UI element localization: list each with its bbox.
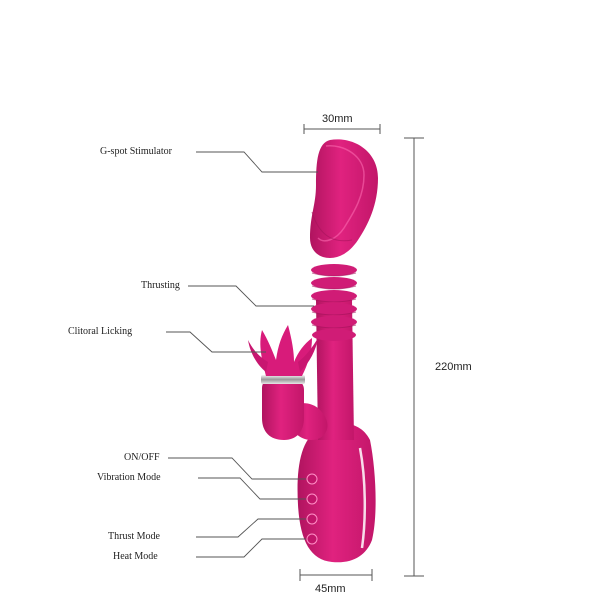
length-dimension [404, 137, 424, 577]
label-heat-mode: Heat Mode [113, 551, 158, 562]
base-width-dimension [299, 569, 373, 581]
top-width-label: 30mm [322, 113, 353, 125]
label-clitoral-licking: Clitoral Licking [68, 326, 133, 337]
length-label: 220mm [435, 361, 472, 373]
leader-clitoral [166, 331, 266, 353]
label-vibration-mode: Vibration Mode [97, 472, 161, 483]
thrusting-rings [311, 264, 357, 341]
leader-gspot [196, 151, 318, 173]
label-gspot-stimulator: G-spot Stimulator [100, 146, 172, 157]
label-onoff: ON/OFF [124, 452, 160, 463]
onoff-button [306, 473, 318, 485]
base-width-label: 45mm [315, 583, 346, 595]
thrust-button [306, 513, 318, 525]
clitoral-head [262, 378, 304, 440]
chrome-ring [261, 375, 305, 384]
top-width-dimension [303, 124, 381, 134]
leader-vibration [198, 477, 306, 500]
label-thrust-mode: Thrust Mode [108, 531, 160, 542]
leader-thrusting [188, 285, 314, 307]
label-thrusting: Thrusting [141, 280, 180, 291]
leader-onoff [168, 457, 306, 480]
leader-lines [166, 151, 318, 558]
licking-tongue [260, 325, 312, 376]
leader-thrust [196, 518, 306, 538]
control-buttons [306, 473, 318, 545]
heat-button [306, 533, 318, 545]
vibration-button [306, 493, 318, 505]
gspot-head [310, 139, 378, 258]
handle [297, 423, 376, 563]
leader-heat [196, 538, 306, 558]
